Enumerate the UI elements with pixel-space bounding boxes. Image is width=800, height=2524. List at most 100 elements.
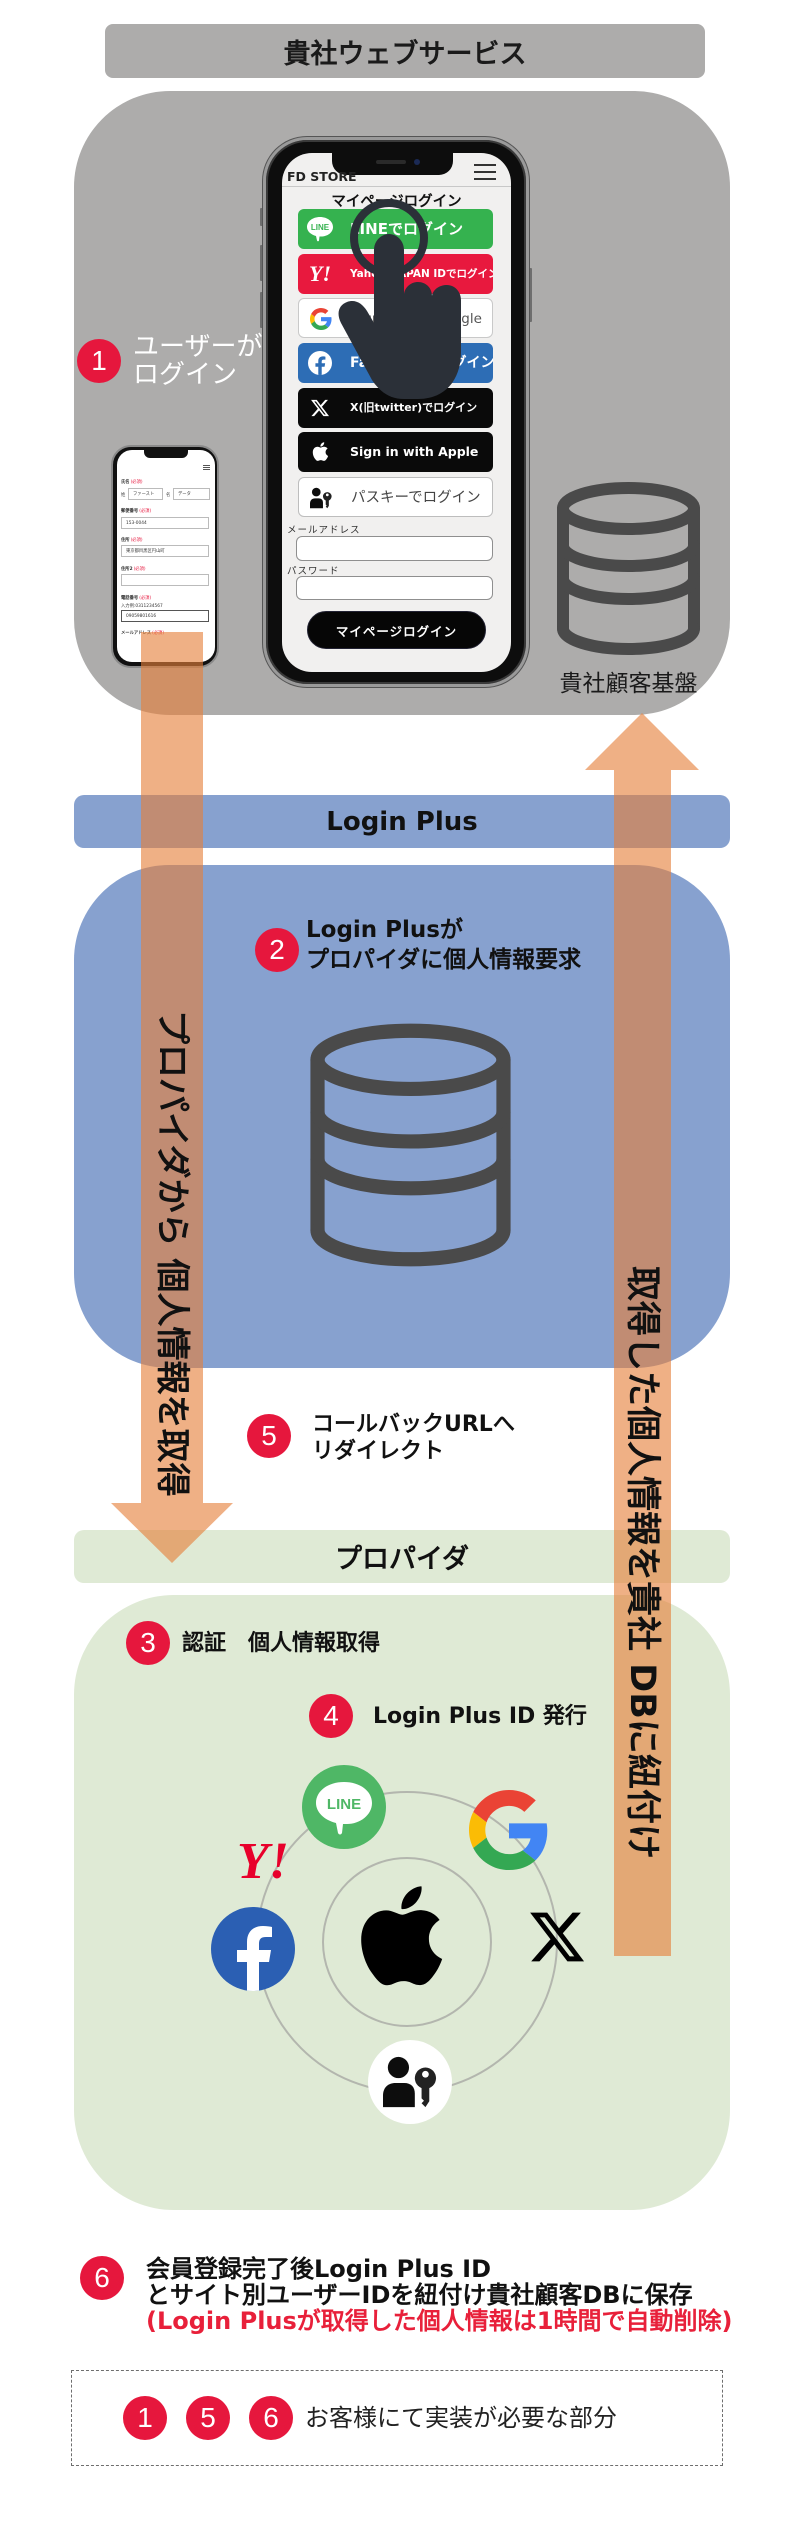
phone-number-input[interactable]: 09059801616 [121,610,209,622]
postal-label: 郵便番号(必須) [121,509,152,514]
step-number: 6 [94,2262,110,2293]
hamburger-menu-icon[interactable] [474,164,496,180]
step-badge-6: 6 [80,2256,124,2300]
step-badge-2: 2 [255,928,299,972]
address2-label: 住所2(必須) [121,567,146,572]
passkey-icon [368,2040,452,2124]
step-number: 1 [91,345,107,376]
header-divider [282,186,511,187]
up-arrow-label: 取得した個人情報を貴社 DBに紐付け [622,1266,662,1859]
google-login-label: Sign in with Google [351,311,482,327]
password-input[interactable] [296,576,493,600]
step-number: 4 [323,1700,339,1731]
legend-number: 1 [137,2402,153,2433]
step-badge-5: 5 [247,1414,291,1458]
step-number: 5 [261,1420,277,1451]
phone-power-button [528,268,532,322]
svg-text:LINE: LINE [327,1796,361,1813]
address-input[interactable]: 東京都目黒区円山町 [121,545,209,557]
address-label: 住所(必須) [121,538,143,543]
password-label: パスワード [287,566,340,577]
legend-badge-6: 6 [249,2396,293,2440]
yahoo-icon: Y! [309,261,331,286]
submit-label: マイページログイン [335,623,458,639]
step-6-text: 会員登録完了後Login Plus ID とサイト別ユーザーIDを紐付け貴社顧客… [146,2256,732,2334]
web-service-title-bar: 貴社ウェブサービス [105,24,705,78]
phone-notch [144,450,188,458]
registration-phone-mockup: 氏名(必須) 姓 ファースト 名 データ 郵便番号(必須) 153-0044 住… [111,445,219,668]
step-5-line1: コールバックURLへ [312,1412,515,1437]
postal-input[interactable]: 153-0044 [121,517,209,529]
login-phone-screen: FD STORE マイページログイン LINE LINEでログイン [282,153,511,672]
facebook-login-label: Facebookでログイン [350,355,493,371]
x-login-button[interactable]: X(旧twitter)でログイン [298,388,493,428]
facebook-login-button[interactable]: Facebookでログイン [298,343,493,383]
phone-camera [414,159,420,165]
line-icon: LINE [306,215,334,243]
registration-phone-screen: 氏名(必須) 姓 ファースト 名 データ 郵便番号(必須) 153-0044 住… [117,450,215,662]
reg-email-label: メールアドレス(必須) [121,631,165,636]
legend-badge-1: 1 [123,2396,167,2440]
legend-number: 6 [263,2402,279,2433]
login-page-title: マイページログイン [331,194,462,210]
web-service-title: 貴社ウェブサービス [283,38,527,70]
email-label: メールアドレス [287,525,361,536]
yahoo-login-label: Yahoo! JAPAN IDでログイン [350,268,493,280]
step-2-line2: プロパイダに個人情報要求 [306,947,582,973]
legend-text: お客様にて実装が必要な部分 [305,2404,617,2432]
phone-number-hint: 入力例:0311234567 [121,604,163,609]
database-icon [309,1022,512,1268]
phone-mute-switch [260,208,264,226]
svg-text:LINE: LINE [311,223,330,232]
email-input[interactable] [296,536,493,561]
legend-box [71,2370,723,2466]
line-login-button[interactable]: LINE LINEでログイン [298,209,493,249]
step-1-line2: ログイン [133,360,238,390]
first-name-input[interactable]: データ [173,488,210,500]
apple-login-button[interactable]: Sign in with Apple [298,432,493,472]
x-icon [527,1907,587,1967]
line-login-label: LINEでログイン [350,220,463,238]
step-6-line1: 会員登録完了後Login Plus ID [146,2255,492,2283]
database-icon [557,482,700,655]
yahoo-icon: Y! [237,1833,289,1890]
step-badge-4: 4 [309,1694,353,1738]
step-number: 3 [140,1627,156,1658]
facebook-icon [211,1907,295,1991]
legend-number: 5 [200,2402,216,2433]
mypage-login-submit-button[interactable]: マイページログイン [307,611,486,649]
passkey-login-label: パスキーでログイン [351,490,481,506]
x-icon [306,394,334,422]
phone-volume-down [260,292,264,328]
phone-number-label: 電話番号(必須) [121,596,152,601]
phone-speaker [376,160,406,164]
step-2-text: Login Plusが プロパイダに個人情報要求 [306,915,581,975]
last-name-input[interactable]: ファースト [128,488,163,500]
yahoo-login-button[interactable]: Y! Yahoo! JAPAN IDでログイン [298,254,493,294]
login-plus-title-bar: Login Plus [74,795,730,848]
apple-icon [306,438,334,466]
phone-volume-up [260,245,264,281]
google-login-button[interactable]: Sign in with Google [298,298,493,338]
apple-icon [357,1883,447,1993]
step-1-line1: ユーザーが [133,332,263,362]
address2-input[interactable] [121,574,209,586]
step-2-line1: Login Plusが [306,917,463,943]
passkey-icon [307,484,335,512]
passkey-login-button[interactable]: パスキーでログイン [298,477,493,517]
login-plus-title: Login Plus [326,806,478,837]
down-arrow-label: プロパイダから 個人情報を取得 [152,1010,192,1497]
step-6-note: (Login Plusが取得した個人情報は1時間で自動削除) [146,2307,733,2335]
first-name-label: 名 [166,493,171,498]
step-6-line2: とサイト別ユーザーIDを紐付け貴社顧客DBに保存 [146,2281,693,2309]
step-4-text: Login Plus ID 発行 [373,1704,587,1729]
name-label: 氏名(必須) [121,480,143,485]
step-badge-1: 1 [77,339,121,383]
hamburger-menu-icon[interactable] [203,465,210,470]
login-phone-mockup: FD STORE マイページログイン LINE LINEでログイン [263,137,529,687]
google-icon [307,305,335,333]
apple-login-label: Sign in with Apple [350,444,479,459]
x-login-label: X(旧twitter)でログイン [350,401,478,414]
store-name: FD STORE [287,169,357,184]
